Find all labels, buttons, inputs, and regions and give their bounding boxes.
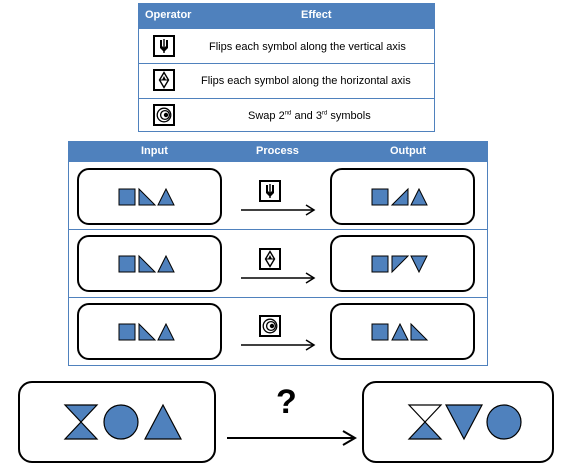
examples-table: Input Process Output: [68, 141, 488, 366]
square-shape: [118, 188, 136, 206]
inverted-triangle-shape: [445, 404, 483, 441]
square-shape: [371, 255, 389, 273]
output-box: [330, 168, 475, 225]
square-shape: [371, 188, 389, 206]
puzzle-input-box: [18, 381, 216, 463]
triangle-shape: [157, 322, 175, 341]
output-box: [330, 235, 475, 292]
triangle-shape: [391, 322, 409, 341]
effect-prefix: Swap 2: [248, 110, 285, 122]
effect-suffix: symbols: [327, 110, 371, 122]
square-shape: [118, 255, 136, 273]
row-divider: [69, 229, 487, 230]
header-effect: Effect: [301, 9, 332, 21]
circle-shape: [486, 404, 522, 440]
ordinal-suffix: nd: [284, 110, 292, 117]
triangle-shape: [157, 254, 175, 273]
mirrored-right-triangle-shape: [390, 187, 409, 206]
triangle-shape: [144, 403, 182, 440]
ordinal-suffix: rd: [321, 110, 328, 117]
output-box: [330, 303, 475, 360]
hourglass-top-shape: [407, 404, 443, 423]
process-arrow: [241, 204, 316, 216]
swap-icon: [259, 315, 281, 337]
header-operator: Operator: [145, 9, 192, 21]
swap-icon: [153, 104, 175, 126]
vertical-flip-icon: [153, 35, 175, 57]
right-triangle-shape: [410, 322, 429, 341]
right-triangle-shape: [138, 322, 157, 341]
puzzle-output-box: [362, 381, 554, 463]
horizontal-flip-icon: [259, 248, 281, 270]
right-triangle-shape: [138, 187, 157, 206]
examples-table-header: Input Process Output: [69, 142, 487, 162]
row-divider: [69, 297, 487, 298]
process-arrow: [241, 272, 316, 284]
input-box: [77, 235, 222, 292]
input-box: [77, 168, 222, 225]
header-process: Process: [256, 145, 299, 157]
right-triangle-shape: [138, 254, 157, 273]
vertical-flip-icon: [259, 180, 281, 202]
effect-text: Swap 2nd and 3rd symbols: [248, 110, 371, 122]
hourglass-shape: [63, 404, 99, 440]
header-input: Input: [141, 145, 168, 157]
inverted-triangle-shape: [410, 255, 428, 274]
row-divider: [139, 98, 434, 99]
puzzle-arrow: [227, 430, 357, 446]
row-divider: [139, 63, 434, 64]
question-mark: ?: [276, 383, 297, 421]
input-box: [77, 303, 222, 360]
square-shape: [118, 323, 136, 341]
horizontal-flip-icon: [153, 69, 175, 91]
effect-mid: and 3: [291, 110, 322, 122]
operator-table: Operator Effect Flips each symbol along …: [138, 3, 435, 132]
triangle-shape: [157, 187, 175, 206]
hourglass-bottom-shape: [407, 421, 443, 440]
effect-text: Flips each symbol along the vertical axi…: [209, 41, 406, 53]
circle-shape: [103, 404, 139, 440]
operator-table-header: Operator Effect: [139, 4, 434, 29]
triangle-shape: [410, 187, 428, 206]
effect-text: Flips each symbol along the horizontal a…: [201, 75, 411, 87]
process-arrow: [241, 339, 316, 351]
header-output: Output: [390, 145, 427, 157]
flipped-right-triangle-shape: [391, 255, 410, 274]
square-shape: [371, 323, 389, 341]
